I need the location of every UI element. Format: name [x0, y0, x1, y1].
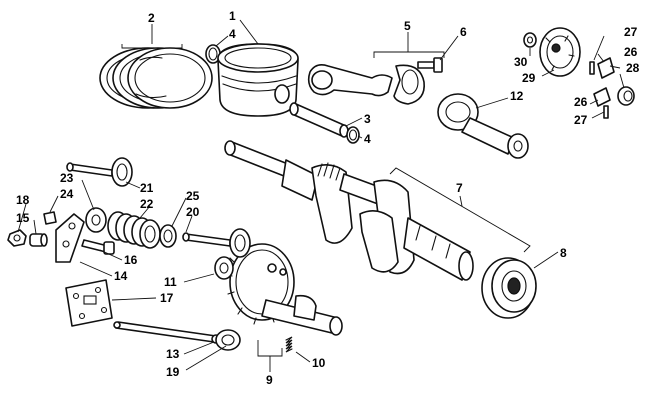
circlip-lower: [346, 126, 360, 144]
callout-labels: 1 2 3 4 4 5 6 7 8 9 10 11 12 13 14 15 16…: [16, 9, 640, 387]
intake-valve: [66, 157, 133, 187]
spring-retainer: [85, 207, 107, 233]
rocker-plate: [65, 279, 113, 327]
callout-12: 12: [510, 89, 524, 103]
connecting-rod: [307, 64, 425, 105]
camshaft: [225, 243, 343, 336]
valve-keeper: [43, 211, 57, 225]
connecting-rod-bolt: [417, 57, 443, 73]
governor-sleeve: [593, 57, 615, 107]
callout-3: 3: [364, 112, 371, 126]
callout-16: 16: [124, 253, 138, 267]
governor-washer: [523, 32, 537, 48]
circlip-upper: [205, 44, 221, 64]
lock-nut: [7, 229, 27, 247]
piston-rings: [99, 47, 213, 109]
callout-5: 5: [404, 19, 411, 33]
callout-17: 17: [160, 291, 174, 305]
callout-26-lower: 26: [574, 95, 588, 109]
rocker-arm: [55, 213, 85, 263]
piston-pin: [289, 102, 349, 138]
tappet: [215, 329, 241, 351]
callout-13: 13: [166, 347, 180, 361]
callout-4-upper: 4: [229, 27, 236, 41]
governor-assembly: [539, 27, 581, 77]
callout-6: 6: [460, 25, 467, 39]
shim-washer: [214, 256, 234, 280]
adjusting-screw: [81, 239, 115, 255]
callout-19: 19: [166, 365, 180, 379]
leader-lines: [17, 19, 625, 372]
callout-2: 2: [148, 11, 155, 25]
callout-20: 20: [186, 205, 200, 219]
callout-1: 1: [229, 9, 236, 23]
callout-26-upper: 26: [624, 45, 638, 59]
callout-10: 10: [312, 356, 326, 370]
governor-spring: [285, 336, 293, 353]
callout-29: 29: [522, 71, 536, 85]
valve-seal: [159, 224, 177, 248]
callout-27-lower: 27: [574, 113, 588, 127]
crankshaft: [224, 140, 474, 281]
callout-18: 18: [16, 193, 30, 207]
callout-25: 25: [186, 189, 200, 203]
balancer-arm: [437, 93, 529, 159]
rocker-pivot: [29, 233, 48, 247]
valve-spring: [107, 211, 161, 249]
push-rod: [113, 321, 221, 344]
callout-24: 24: [60, 187, 74, 201]
callout-15: 15: [16, 211, 30, 225]
callout-11: 11: [164, 275, 177, 289]
main-bearing: [481, 257, 537, 319]
callout-7: 7: [456, 181, 463, 195]
exhaust-valve: [182, 228, 251, 258]
callout-28: 28: [626, 61, 640, 75]
callout-21: 21: [140, 181, 154, 195]
callout-23: 23: [60, 171, 74, 185]
callout-9: 9: [266, 373, 273, 387]
callout-30: 30: [514, 55, 528, 69]
callout-4-lower: 4: [364, 132, 371, 146]
callout-22: 22: [140, 197, 154, 211]
piston: [217, 43, 299, 117]
callout-8: 8: [560, 246, 567, 260]
callout-27-upper: 27: [624, 25, 638, 39]
callout-14: 14: [114, 269, 128, 283]
governor-cap: [617, 86, 635, 106]
